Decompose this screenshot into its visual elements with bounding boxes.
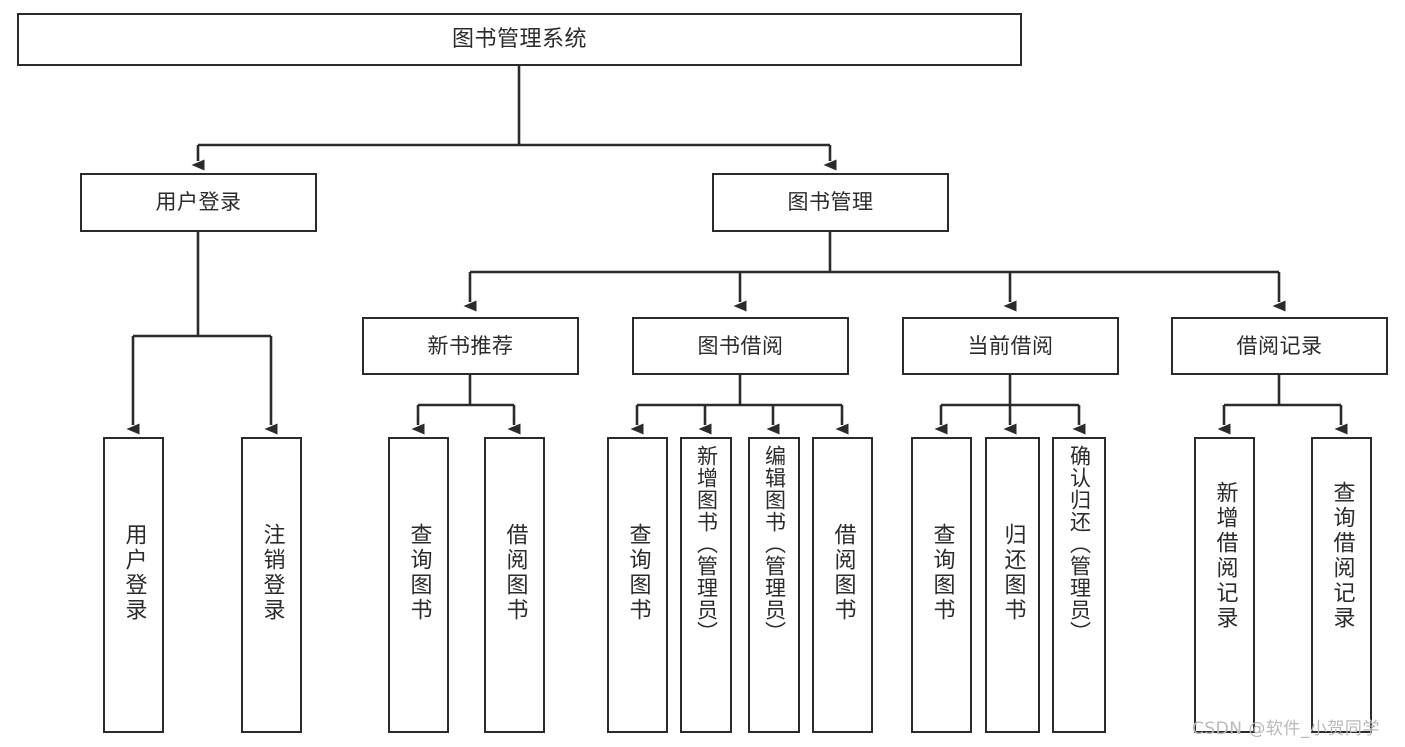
node-leaf-edit-book-label: 编辑图书（管理员） — [762, 445, 787, 643]
node-user-login[interactable]: 用户登录 — [80, 173, 317, 232]
node-leaf-add-book[interactable]: 新增图书（管理员） — [680, 437, 732, 733]
node-leaf-user-login-label: 用户登录 — [121, 523, 147, 623]
node-leaf-borrow-book-2[interactable]: 借阅图书 — [812, 437, 873, 733]
node-leaf-query-book-3[interactable]: 查询图书 — [911, 437, 972, 733]
node-leaf-add-record[interactable]: 新增借阅记录 — [1194, 437, 1255, 733]
node-book-borrow-label: 图书借阅 — [697, 333, 784, 358]
node-leaf-logout-login[interactable]: 注销登录 — [241, 437, 302, 733]
node-user-login-label: 用户登录 — [155, 190, 242, 215]
node-borrow-record[interactable]: 借阅记录 — [1171, 317, 1388, 375]
node-leaf-borrow-book-2-label: 借阅图书 — [830, 523, 856, 623]
node-root-label: 图书管理系统 — [451, 26, 587, 52]
node-leaf-return-book-label: 归还图书 — [1000, 523, 1026, 623]
node-leaf-query-record-label: 查询借阅记录 — [1329, 481, 1355, 631]
node-current-borrow[interactable]: 当前借阅 — [902, 317, 1119, 375]
node-book-manage[interactable]: 图书管理 — [712, 173, 949, 232]
node-leaf-borrow-book-1[interactable]: 借阅图书 — [484, 437, 545, 733]
node-leaf-logout-login-label: 注销登录 — [259, 523, 285, 623]
node-leaf-query-record[interactable]: 查询借阅记录 — [1311, 437, 1372, 733]
node-leaf-return-book[interactable]: 归还图书 — [985, 437, 1040, 733]
node-leaf-add-book-label: 新增图书（管理员） — [694, 445, 719, 643]
node-leaf-user-login[interactable]: 用户登录 — [103, 437, 164, 733]
node-book-manage-label: 图书管理 — [787, 190, 874, 215]
node-leaf-query-book-1[interactable]: 查询图书 — [388, 437, 449, 733]
node-leaf-query-book-3-label: 查询图书 — [929, 523, 955, 623]
node-leaf-edit-book[interactable]: 编辑图书（管理员） — [748, 437, 800, 733]
node-borrow-record-label: 借阅记录 — [1236, 333, 1323, 358]
node-new-book-recommend[interactable]: 新书推荐 — [362, 317, 579, 375]
node-leaf-query-book-1-label: 查询图书 — [406, 523, 432, 623]
node-book-borrow[interactable]: 图书借阅 — [632, 317, 849, 375]
watermark: CSDN @软件_小贺同学 — [1192, 719, 1380, 739]
node-leaf-borrow-book-1-label: 借阅图书 — [502, 523, 528, 623]
node-leaf-add-record-label: 新增借阅记录 — [1212, 481, 1238, 631]
node-root[interactable]: 图书管理系统 — [17, 13, 1022, 66]
node-leaf-confirm-return-label: 确认归还（管理员） — [1067, 445, 1092, 643]
node-leaf-query-book-2[interactable]: 查询图书 — [607, 437, 668, 733]
node-leaf-confirm-return[interactable]: 确认归还（管理员） — [1052, 437, 1106, 733]
node-leaf-query-book-2-label: 查询图书 — [625, 523, 651, 623]
node-new-book-recommend-label: 新书推荐 — [427, 333, 514, 358]
node-current-borrow-label: 当前借阅 — [967, 333, 1054, 358]
